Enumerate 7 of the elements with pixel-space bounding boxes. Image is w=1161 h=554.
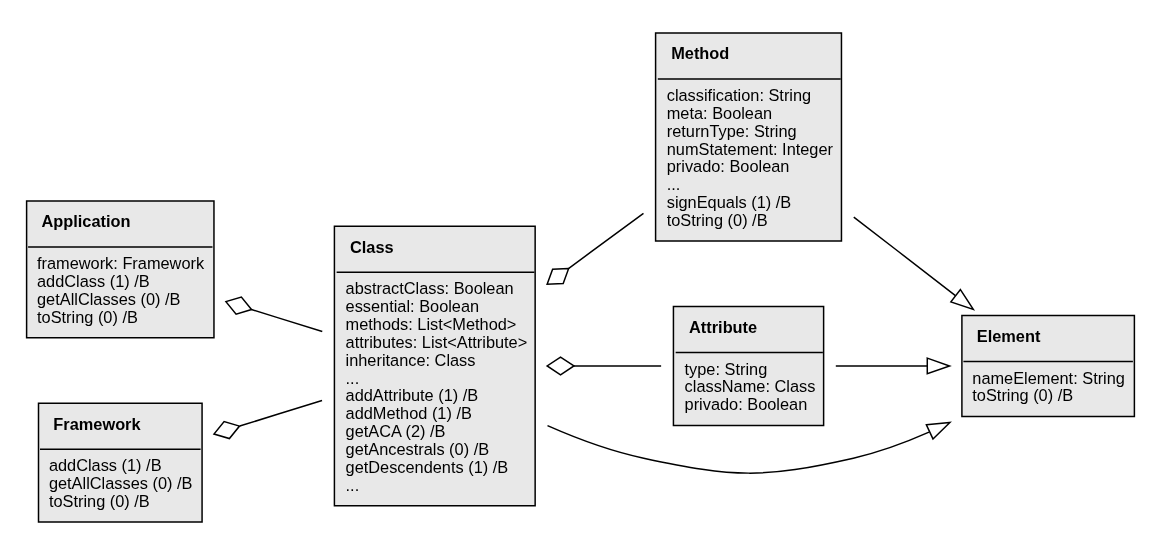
- connector: [212, 399, 323, 439]
- arrow: [835, 356, 952, 375]
- connector: [546, 212, 645, 285]
- connector: [545, 355, 662, 376]
- arrow: [853, 215, 976, 311]
- arrow: [546, 420, 952, 474]
- connector: [224, 295, 324, 332]
